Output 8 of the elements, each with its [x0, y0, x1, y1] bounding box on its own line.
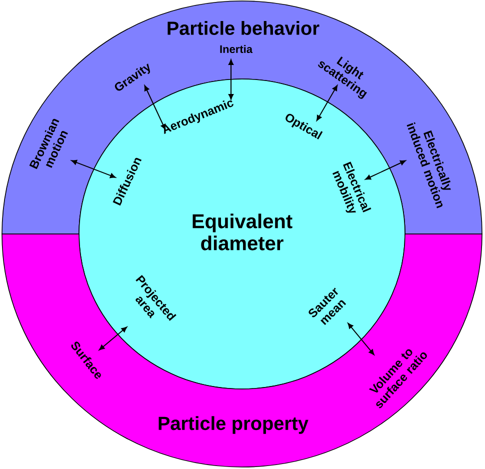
arrow: [365, 160, 406, 180]
arrow: [71, 160, 116, 178]
arrow: [228, 59, 234, 100]
arrow: [348, 322, 374, 356]
arrow: [316, 85, 338, 121]
label: Inertia: [220, 44, 253, 54]
arrow: [144, 85, 166, 130]
arrow: [98, 326, 128, 350]
